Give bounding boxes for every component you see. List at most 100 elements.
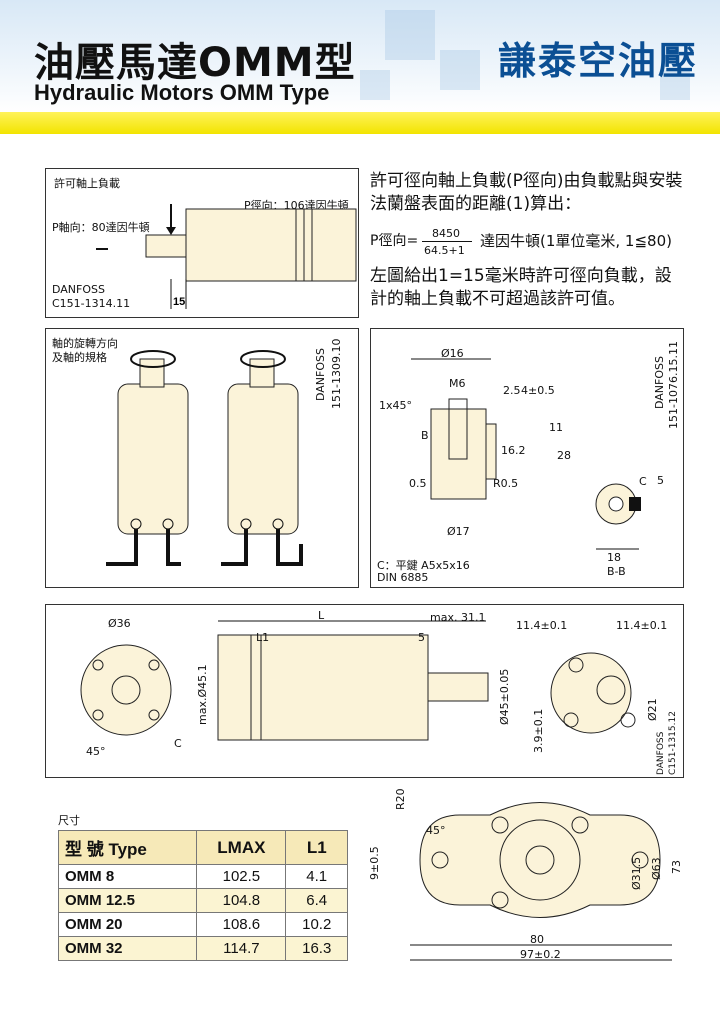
brand-name: 謙泰空油壓 xyxy=(498,39,699,83)
decor-square xyxy=(440,50,480,90)
d11a-label: 11.4±0.1 xyxy=(516,619,568,632)
maker-label: DANFOSS xyxy=(656,731,666,775)
header-type: 型 號 Type xyxy=(57,830,198,865)
formula-line-1: 許可徑向軸上負載(P徑向)由負載點與安裝 xyxy=(370,171,683,191)
decor-square xyxy=(660,70,690,100)
page-title: 油壓馬達OMM型 xyxy=(34,40,356,86)
r05b-label: R0.5 xyxy=(493,477,519,490)
motor-left xyxy=(106,350,189,566)
rotation-title-1: 軸的旋轉方向 xyxy=(52,337,118,350)
bb-label: B-B xyxy=(607,565,626,578)
formula-denominator: 64.5+1 xyxy=(424,244,465,257)
shaft-spec-panel: Ø16 M6 1x45° 2.5 4±0.5 11 16.2 28 B 0.5 … xyxy=(370,328,684,588)
c-label: C xyxy=(639,475,647,488)
l1-cell: 4.1 xyxy=(285,864,348,889)
d9-label: 9±0.5 xyxy=(368,846,381,880)
d16-2-label: 16.2 xyxy=(501,444,526,457)
chamfer-label: 1x45° xyxy=(379,399,413,412)
type-cell: OMM 32 xyxy=(57,936,198,961)
d5-label: 5 xyxy=(657,474,664,487)
w97-label: 97±0.2 xyxy=(520,948,561,961)
type-cell: OMM 12.5 xyxy=(57,888,198,913)
d17-label: Ø17 xyxy=(447,525,470,538)
d73-label: 73 xyxy=(670,860,683,874)
lmax-cell: 114.7 xyxy=(196,936,287,961)
rotation-title-2: 及軸的規格 xyxy=(52,351,107,364)
d63-label: Ø63 xyxy=(650,857,663,880)
decor-square xyxy=(360,70,390,100)
table-row: OMM 32 114.7 16.3 xyxy=(57,936,348,961)
maker-label: DANFOSS xyxy=(52,283,105,296)
c-label: C xyxy=(174,737,182,750)
d45-label: Ø45±0.05 xyxy=(498,668,511,725)
key-label: C：平鍵 A5x5x16 xyxy=(377,559,470,572)
code-label: 151-1076.15.11 xyxy=(667,341,680,429)
d11-label: 11 xyxy=(549,421,563,434)
yellow-band xyxy=(0,112,720,134)
d25-label: 2.5 xyxy=(503,384,521,397)
table-caption: 尺寸 xyxy=(58,814,80,827)
d21-label: Ø21 xyxy=(646,698,659,721)
formula-numerator: 8450 xyxy=(432,227,460,240)
l-label: L xyxy=(318,609,325,622)
maker-label: DANFOSS xyxy=(653,356,666,409)
r05a-label: 0.5 xyxy=(409,477,427,490)
table-row: OMM 12.5 104.8 6.4 xyxy=(57,888,348,913)
formula-line-4: 計的軸上負載不可超過該許可值。 xyxy=(370,289,625,309)
axial-load-label: P軸向：80達因牛頓 xyxy=(52,221,150,234)
formula-lhs: P徑向= xyxy=(370,233,419,249)
b-label: B xyxy=(421,429,429,442)
table-row: OMM 20 108.6 10.2 xyxy=(57,912,348,937)
w80-label: 80 xyxy=(530,933,544,946)
angle-label: 45° xyxy=(426,824,446,837)
page-subtitle: Hydraulic Motors OMM Type xyxy=(34,80,330,105)
l1-cell: 6.4 xyxy=(285,888,348,913)
lmax-cell: 104.8 xyxy=(196,888,287,913)
d4-label: 4±0.5 xyxy=(521,384,555,397)
d31-label: Ø31.5 xyxy=(630,856,643,890)
d18-label: 18 xyxy=(607,551,621,564)
table-row: OMM 8 102.5 4.1 xyxy=(57,864,348,889)
dimension-panel: Ø36 45° C L L1 5 max. 31.1 max.Ø45.1 Ø45… xyxy=(45,604,684,778)
load-diagram-panel: 許可軸上負載 P徑向：106達因牛頓 P軸向：80達因牛頓 DANFOSS C1… xyxy=(45,168,359,318)
formula-unit: 達因牛頓(1單位毫米, 1≦80) xyxy=(480,232,672,250)
flange-drawing-area: R20 45° 9±0.5 Ø31.5 Ø63 73 80 97±0.2 xyxy=(368,780,700,980)
header-l1: L1 xyxy=(285,830,348,865)
d36-label: Ø36 xyxy=(108,617,131,630)
five-label: 5 xyxy=(418,631,425,644)
maxd45-label: max.Ø45.1 xyxy=(196,664,209,725)
lmax-cell: 102.5 xyxy=(196,864,287,889)
rotation-drawing xyxy=(106,350,303,566)
formula-line-2: 法蘭盤表面的距離(1)算出： xyxy=(370,194,582,214)
d39-label: 3.9±0.1 xyxy=(532,708,545,753)
dimension-drawing xyxy=(80,620,636,741)
type-cell: OMM 20 xyxy=(57,912,198,937)
shaft-drawing xyxy=(411,358,641,550)
code-label: C151-1315.12 xyxy=(668,711,678,775)
decor-square xyxy=(385,10,435,60)
m6-label: M6 xyxy=(449,377,466,390)
l1-label: L1 xyxy=(256,631,270,644)
dim-15: 15 xyxy=(173,296,185,308)
load-drawing: 15 xyxy=(96,204,357,309)
header-background xyxy=(0,0,720,112)
fraction-bar xyxy=(422,241,472,242)
l1-cell: 10.2 xyxy=(285,912,348,937)
type-cell: OMM 8 xyxy=(57,864,198,889)
max31-label: max. 31.1 xyxy=(430,611,486,624)
formula-line-3: 左圖給出1=15毫米時許可徑向負載，設 xyxy=(370,266,672,286)
rotation-panel: 軸的旋轉方向 及軸的規格 DANFOSS 151-1309.10 xyxy=(45,328,359,588)
header-lmax: LMAX xyxy=(196,830,287,865)
d11b-label: 11.4±0.1 xyxy=(616,619,668,632)
size-table: 型 號 Type LMAX L1 OMM 8 102.5 4.1 OMM 12.… xyxy=(57,830,348,961)
flange-drawing xyxy=(410,802,672,961)
load-title: 許可軸上負載 xyxy=(54,177,120,190)
code-label: C151-1314.11 xyxy=(52,297,131,310)
r20-label: R20 xyxy=(394,788,407,810)
motor-right xyxy=(221,350,303,566)
angle-label: 45° xyxy=(86,745,106,758)
lmax-cell: 108.6 xyxy=(196,912,287,937)
l1-cell: 16.3 xyxy=(285,936,348,961)
d28-label: 28 xyxy=(557,449,571,462)
d16-label: Ø16 xyxy=(441,347,464,360)
